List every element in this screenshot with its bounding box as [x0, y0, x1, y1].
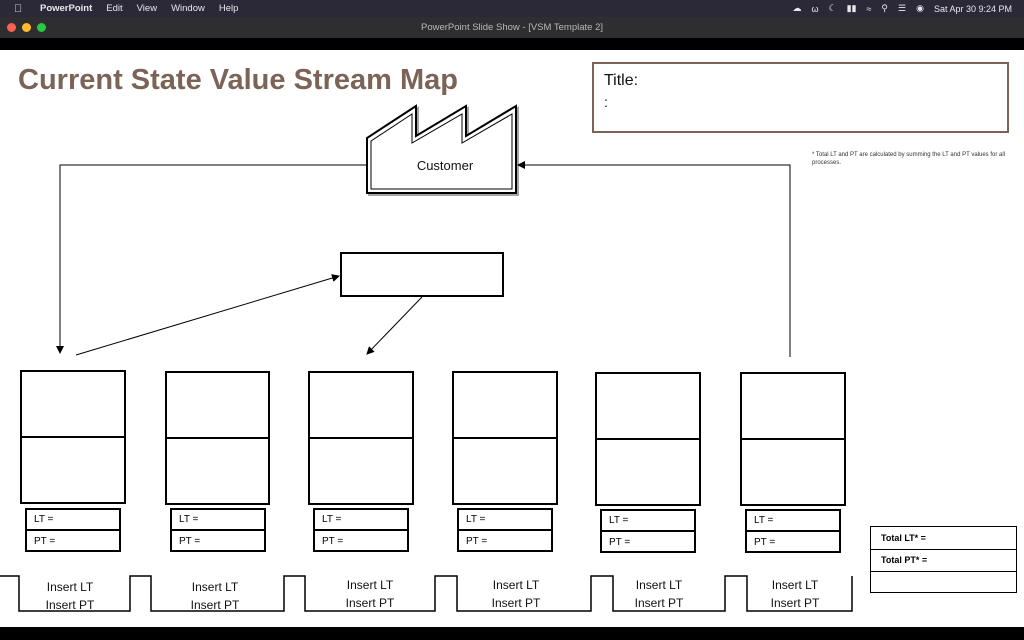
- process-box[interactable]: [165, 371, 270, 505]
- insert-pt: Insert PT: [345, 596, 395, 610]
- apple-icon[interactable]: : [14, 3, 26, 15]
- insert-pt: Insert PT: [491, 596, 541, 610]
- insert-pt: Insert PT: [770, 596, 820, 610]
- process-header: [167, 373, 268, 439]
- lt-label: LT =: [754, 515, 774, 526]
- wifi-icon[interactable]: ≈: [866, 3, 872, 14]
- process-box[interactable]: [20, 370, 126, 504]
- process-to-customer-line: [517, 161, 791, 357]
- metric-box[interactable]: LT = PT =: [25, 508, 121, 552]
- slide-heading: Current State Value Stream Map: [18, 64, 458, 96]
- title-box[interactable]: Title: :: [592, 62, 1009, 133]
- insert-lt: Insert LT: [46, 580, 94, 594]
- process-header: [454, 373, 556, 439]
- pt-label: PT =: [609, 537, 631, 548]
- battery-icon[interactable]: ▮▮: [846, 3, 857, 13]
- pt-label: PT =: [322, 536, 344, 547]
- insert-lt: Insert LT: [771, 578, 819, 592]
- total-pt-label: Total PT* =: [881, 555, 928, 565]
- factory-icon: [366, 104, 519, 196]
- lt-label: LT =: [466, 514, 486, 525]
- lt-label: LT =: [34, 514, 54, 525]
- process-header: [310, 373, 412, 439]
- insert-lt: Insert LT: [492, 578, 540, 592]
- totals-table[interactable]: Total LT* = Total PT* =: [870, 526, 1017, 593]
- menu-bar:  PowerPoint Edit View Window Help ☁ ω ☾…: [0, 0, 1024, 17]
- lt-label: LT =: [322, 514, 342, 525]
- timeline-label: Insert LT Insert PT: [466, 576, 566, 612]
- process-box[interactable]: [740, 372, 846, 506]
- siri-icon[interactable]: ◉: [916, 3, 924, 13]
- search-icon[interactable]: ⚲: [881, 3, 889, 13]
- minimize-button[interactable]: [22, 23, 31, 32]
- production-control-box: [340, 252, 504, 297]
- pt-label: PT =: [754, 537, 776, 548]
- menu-help[interactable]: Help: [218, 3, 239, 14]
- insert-pt: Insert PT: [45, 598, 95, 612]
- timeline-label: Insert LT Insert PT: [609, 576, 709, 612]
- customer-label: Customer: [416, 158, 474, 173]
- moon-icon[interactable]: ☾: [828, 3, 837, 13]
- pt-label: PT =: [179, 536, 201, 547]
- pt-label: PT =: [466, 536, 488, 547]
- total-lt-row: Total LT* =: [871, 527, 1016, 550]
- flow-diagram: [0, 104, 853, 612]
- process-header: [742, 374, 844, 440]
- timeline-label: Insert LT Insert PT: [745, 576, 845, 612]
- process-header: [22, 372, 124, 438]
- wb-icon[interactable]: ω: [811, 3, 819, 14]
- insert-lt: Insert LT: [191, 580, 239, 594]
- creative-cloud-icon[interactable]: ☁: [792, 3, 802, 13]
- close-button[interactable]: [7, 23, 16, 32]
- process-box[interactable]: [452, 371, 558, 505]
- status-area: ☁ ω ☾ ▮▮ ≈ ⚲ ☰ ◉ Sat Apr 30 9:24 PM: [792, 0, 1012, 17]
- zoom-button[interactable]: [37, 23, 46, 32]
- metric-box[interactable]: LT = PT =: [600, 509, 696, 553]
- customer-to-process-line: [56, 164, 367, 354]
- info-arrow-out: [366, 296, 423, 355]
- metric-box[interactable]: LT = PT =: [745, 509, 841, 553]
- control-center-icon[interactable]: ☰: [898, 3, 907, 13]
- menu-window[interactable]: Window: [171, 3, 205, 14]
- timeline-label: Insert LT Insert PT: [165, 578, 265, 614]
- title-box-label: Title:: [604, 72, 639, 89]
- insert-pt: Insert PT: [634, 596, 684, 610]
- metric-box[interactable]: LT = PT =: [170, 508, 266, 552]
- process-box[interactable]: [595, 372, 701, 506]
- metric-box[interactable]: LT = PT =: [457, 508, 553, 552]
- menu-edit[interactable]: Edit: [106, 3, 123, 14]
- timeline-label: Insert LT Insert PT: [320, 576, 420, 612]
- menu-app-name[interactable]: PowerPoint: [40, 3, 93, 14]
- slide[interactable]: Current State Value Stream Map Title: : …: [0, 50, 1024, 627]
- title-box-line: :: [604, 94, 608, 110]
- window-titlebar: PowerPoint Slide Show - [VSM Template 2]: [0, 17, 1024, 38]
- metric-box[interactable]: LT = PT =: [313, 508, 409, 552]
- info-arrow-in: [75, 274, 340, 356]
- lt-label: LT =: [609, 515, 629, 526]
- total-lt-label: Total LT* =: [881, 533, 926, 543]
- menu-view[interactable]: View: [136, 3, 158, 14]
- timeline-label: Insert LT Insert PT: [20, 578, 120, 614]
- insert-lt: Insert LT: [346, 578, 394, 592]
- insert-pt: Insert PT: [190, 598, 240, 612]
- clock[interactable]: Sat Apr 30 9:24 PM: [933, 3, 1012, 14]
- insert-lt: Insert LT: [635, 578, 683, 592]
- window-title: PowerPoint Slide Show - [VSM Template 2]: [421, 22, 603, 33]
- process-header: [597, 374, 699, 440]
- traffic-lights: [7, 23, 46, 32]
- pt-label: PT =: [34, 536, 56, 547]
- total-pt-row: Total PT* =: [871, 549, 1016, 572]
- timeline: [0, 575, 853, 612]
- footnote: * Total LT and PT are calculated by summ…: [812, 152, 1005, 166]
- lt-label: LT =: [179, 514, 199, 525]
- process-box[interactable]: [308, 371, 414, 505]
